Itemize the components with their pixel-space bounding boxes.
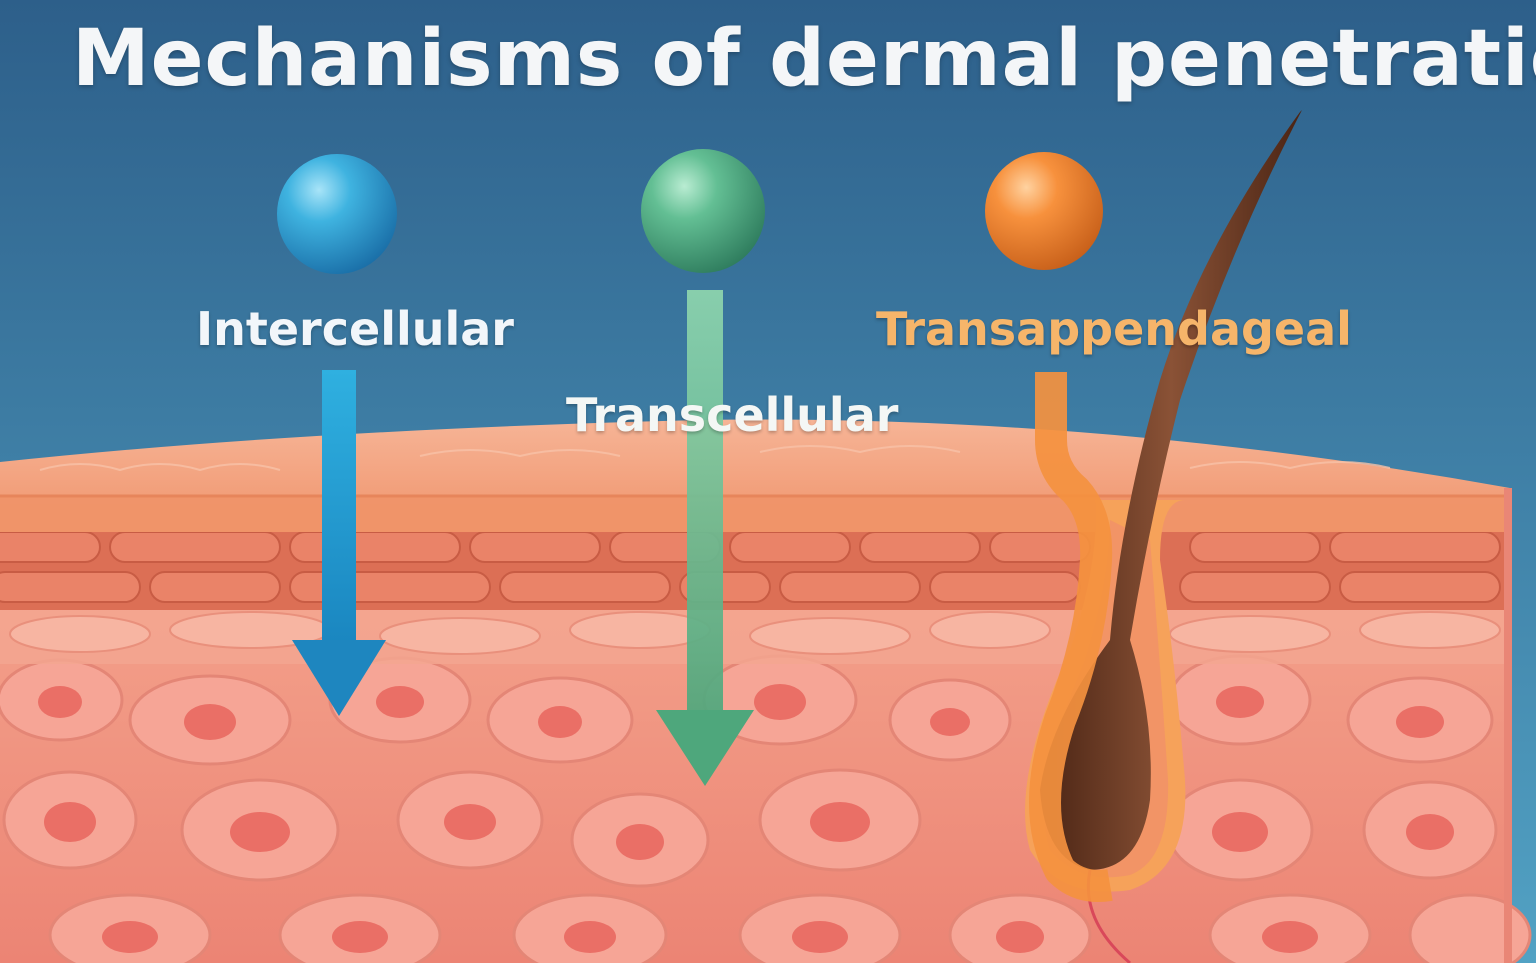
particle-intercellular-icon [277, 154, 397, 274]
transappendageal-path-arrow-icon [1029, 372, 1113, 902]
label-transappendageal: Transappendageal [876, 302, 1352, 356]
intercellular-arrow-icon [292, 370, 386, 716]
cell-nuclei [38, 684, 1454, 953]
particle-transcellular-icon [641, 149, 765, 273]
particle-transappendageal-icon [985, 152, 1103, 270]
transcellular-arrow-icon [656, 290, 754, 786]
label-intercellular: Intercellular [196, 302, 514, 356]
hair-icon [1040, 110, 1302, 870]
diagram-title: Mechanisms of dermal penetration [72, 14, 1536, 104]
label-transcellular: Transcellular [566, 388, 899, 442]
